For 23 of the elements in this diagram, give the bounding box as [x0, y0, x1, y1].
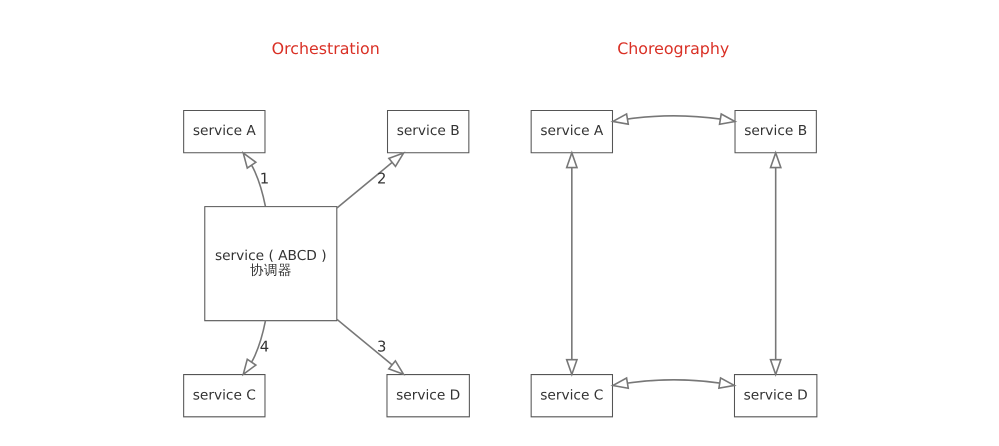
node-box: service B	[386, 110, 469, 154]
label: Choreography	[616, 39, 729, 58]
node-box: service D	[386, 374, 470, 418]
node-box: service B	[734, 110, 816, 154]
arrow	[768, 150, 782, 377]
node-box: service C	[530, 374, 613, 418]
arrow	[336, 318, 405, 376]
edge-label: 3	[376, 338, 386, 356]
node-box: service D	[733, 374, 817, 418]
node-box: service A	[182, 110, 266, 154]
label: Orchestration	[271, 39, 380, 58]
edge-label: 1	[259, 170, 269, 188]
arrow	[610, 112, 737, 126]
node-box: service ( ABCD ) 协调器	[204, 206, 337, 322]
arrow	[241, 320, 266, 376]
edge-label: 2	[376, 170, 386, 188]
edge-label: 4	[259, 338, 269, 356]
node-box: service C	[182, 374, 266, 418]
arrow	[241, 150, 266, 207]
node-box: service A	[530, 110, 613, 154]
arrow	[336, 151, 405, 209]
arrow	[610, 376, 736, 390]
arrow	[565, 150, 578, 377]
